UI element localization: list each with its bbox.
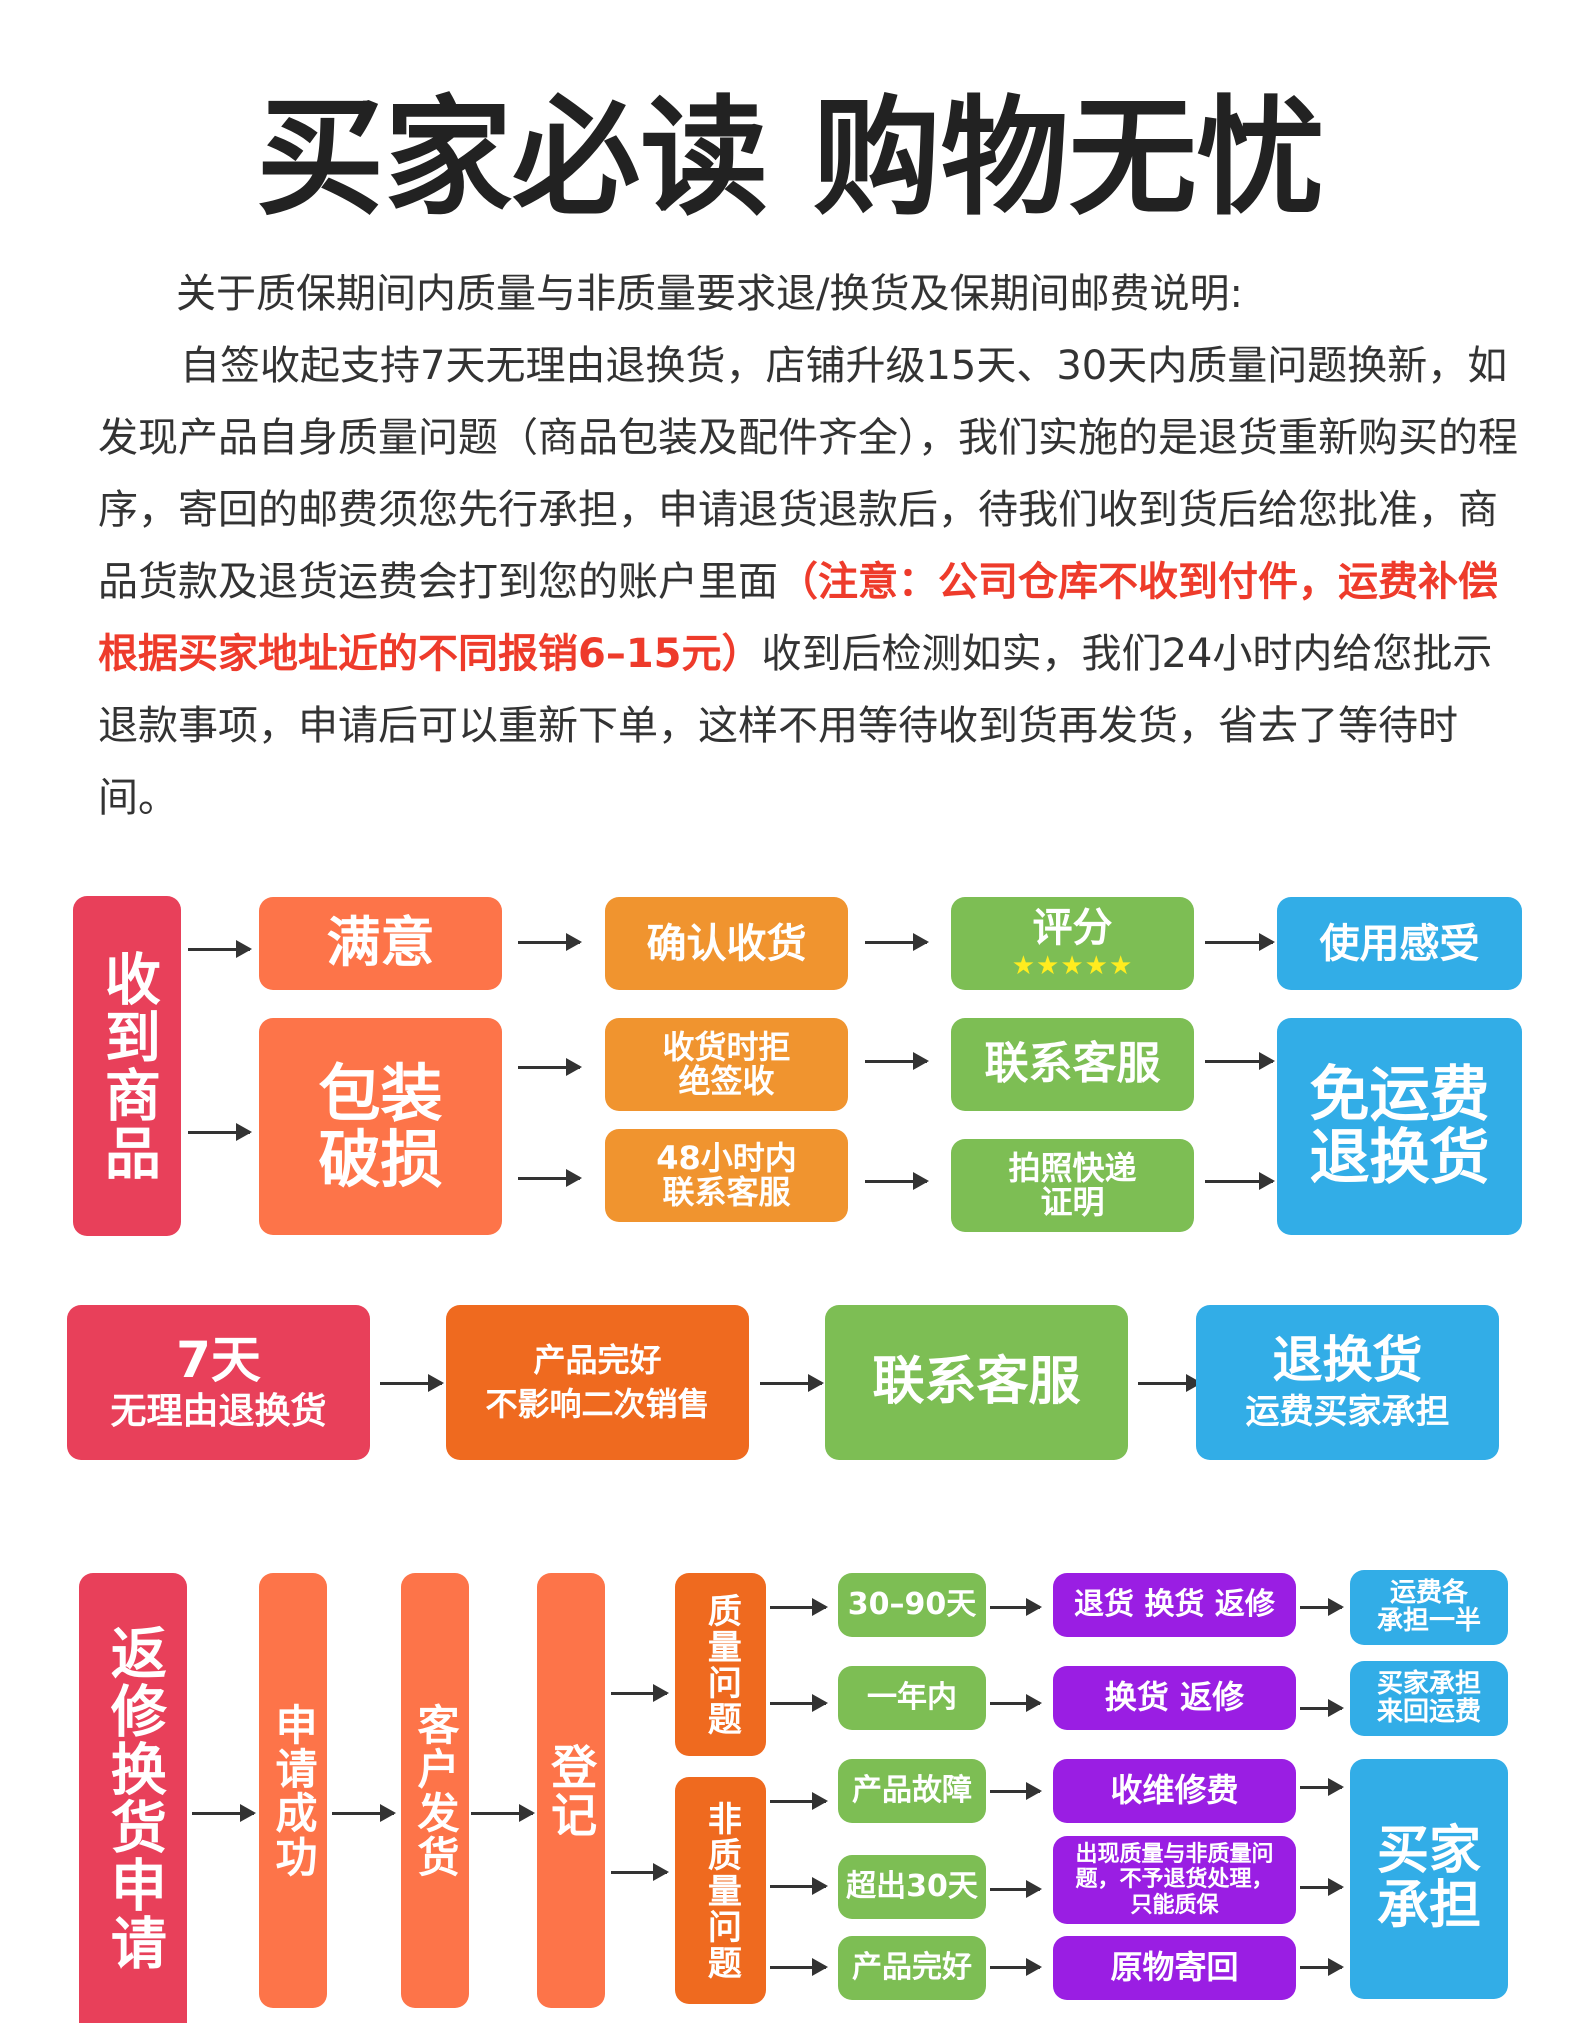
intro-body-start: 自签收起支持7天无理由退换货，店铺升级15天、30天内质量问题换新，如发现产品自…	[98, 343, 1518, 605]
box-photo-proof: 拍照快递证明	[951, 1139, 1194, 1232]
arrow	[188, 940, 252, 958]
box-return-exchange-repair: 退货 换货 返修	[1053, 1573, 1296, 1637]
box-refuse: 收货时拒绝签收	[605, 1018, 848, 1111]
star-rating-icon: ★★★★★	[1011, 950, 1134, 981]
box-product-intact-2: 产品完好	[838, 1936, 986, 2000]
arrow	[990, 1598, 1042, 1616]
arrow	[380, 1374, 444, 1392]
box-7days: 7天无理由退换货	[67, 1305, 370, 1460]
arrow	[1300, 1699, 1344, 1717]
box-repair-fee: 收维修费	[1053, 1759, 1296, 1823]
arrow	[1205, 1172, 1275, 1190]
arrow	[1300, 1598, 1344, 1616]
box-within-year: 一年内	[838, 1666, 986, 1730]
arrow	[192, 1804, 256, 1822]
arrow	[865, 933, 929, 951]
arrow	[770, 1598, 828, 1616]
box-customer-ship: 客户发货	[401, 1573, 469, 2008]
intro-text: 关于质保期间内质量与非质量要求退/换货及保期间邮费说明: 自签收起支持7天无理由…	[98, 258, 1518, 834]
box-30-90-days: 30–90天	[838, 1573, 986, 1637]
arrow	[471, 1804, 535, 1822]
box-contact-48h: 48小时内联系客服	[605, 1129, 848, 1222]
box-rate: 评分★★★★★	[951, 897, 1194, 990]
arrow	[1300, 1958, 1344, 1976]
arrow	[518, 1058, 582, 1076]
box-free-shipping: 免运费退换货	[1277, 1018, 1522, 1235]
box-exchange-repair: 换货 返修	[1053, 1666, 1296, 1730]
arrow	[990, 1880, 1042, 1898]
box-experience: 使用感受	[1277, 897, 1522, 990]
box-split-shipping: 运费各承担一半	[1350, 1570, 1508, 1645]
arrow	[518, 1169, 582, 1187]
box-contact-service: 联系客服	[951, 1018, 1194, 1111]
arrow	[760, 1374, 824, 1392]
arrow	[1205, 933, 1275, 951]
arrow	[770, 1792, 828, 1810]
box-received: 收到商品	[73, 896, 181, 1236]
arrow	[770, 1958, 828, 1976]
intro-body-end: 收到后检测如实，我们24小时内给您批示退款事项，申请后可以重新下单，这样不用等待…	[98, 631, 1493, 821]
arrow	[865, 1172, 929, 1190]
arrow	[332, 1804, 396, 1822]
box-buyer-round-trip: 买家承担来回运费	[1350, 1661, 1508, 1736]
arrow	[990, 1958, 1042, 1976]
arrow	[770, 1694, 828, 1712]
arrow	[1300, 1778, 1344, 1796]
page-title: 买家必读 购物无忧	[256, 84, 1325, 233]
box-mixed-issue: 出现质量与非质量问题，不予退货处理，只能质保	[1053, 1836, 1296, 1924]
arrow	[1300, 1878, 1344, 1896]
intro-note: （注意：公司仓库不收到付件，运费补偿根据买家地址近的不同报销6–15元）	[98, 559, 1498, 677]
box-satisfied: 满意	[259, 897, 502, 990]
arrow	[1138, 1374, 1202, 1392]
box-quality-issue: 质量问题	[675, 1573, 766, 1756]
box-damaged: 包装破损	[259, 1018, 502, 1235]
arrow	[1205, 1052, 1275, 1070]
arrow	[188, 1123, 252, 1141]
intro-heading: 关于质保期间内质量与非质量要求退/换货及保期间邮费说明:	[176, 271, 1243, 317]
box-over-30-days: 超出30天	[838, 1855, 986, 1919]
box-contact: 联系客服	[825, 1305, 1128, 1460]
box-apply: 返修换货申请	[79, 1573, 187, 2023]
arrow	[611, 1863, 669, 1881]
arrow	[518, 933, 582, 951]
box-apply-success: 申请成功	[259, 1573, 327, 2008]
box-product-intact: 产品完好不影响二次销售	[446, 1305, 749, 1460]
box-confirm: 确认收货	[605, 897, 848, 990]
box-return-original: 原物寄回	[1053, 1936, 1296, 2000]
intro-paragraph: 自签收起支持7天无理由退换货，店铺升级15天、30天内质量问题换新，如发现产品自…	[98, 330, 1518, 834]
arrow	[990, 1694, 1042, 1712]
box-register: 登记	[537, 1573, 605, 2008]
arrow	[770, 1877, 828, 1895]
box-non-quality-issue: 非质量问题	[675, 1777, 766, 2004]
arrow	[611, 1684, 669, 1702]
arrow	[990, 1782, 1042, 1800]
box-product-fault: 产品故障	[838, 1759, 986, 1823]
box-exchange-buyer-pays: 退换货运费买家承担	[1196, 1305, 1499, 1460]
arrow	[865, 1052, 929, 1070]
box-buyer-pays: 买家承担	[1350, 1759, 1508, 1999]
